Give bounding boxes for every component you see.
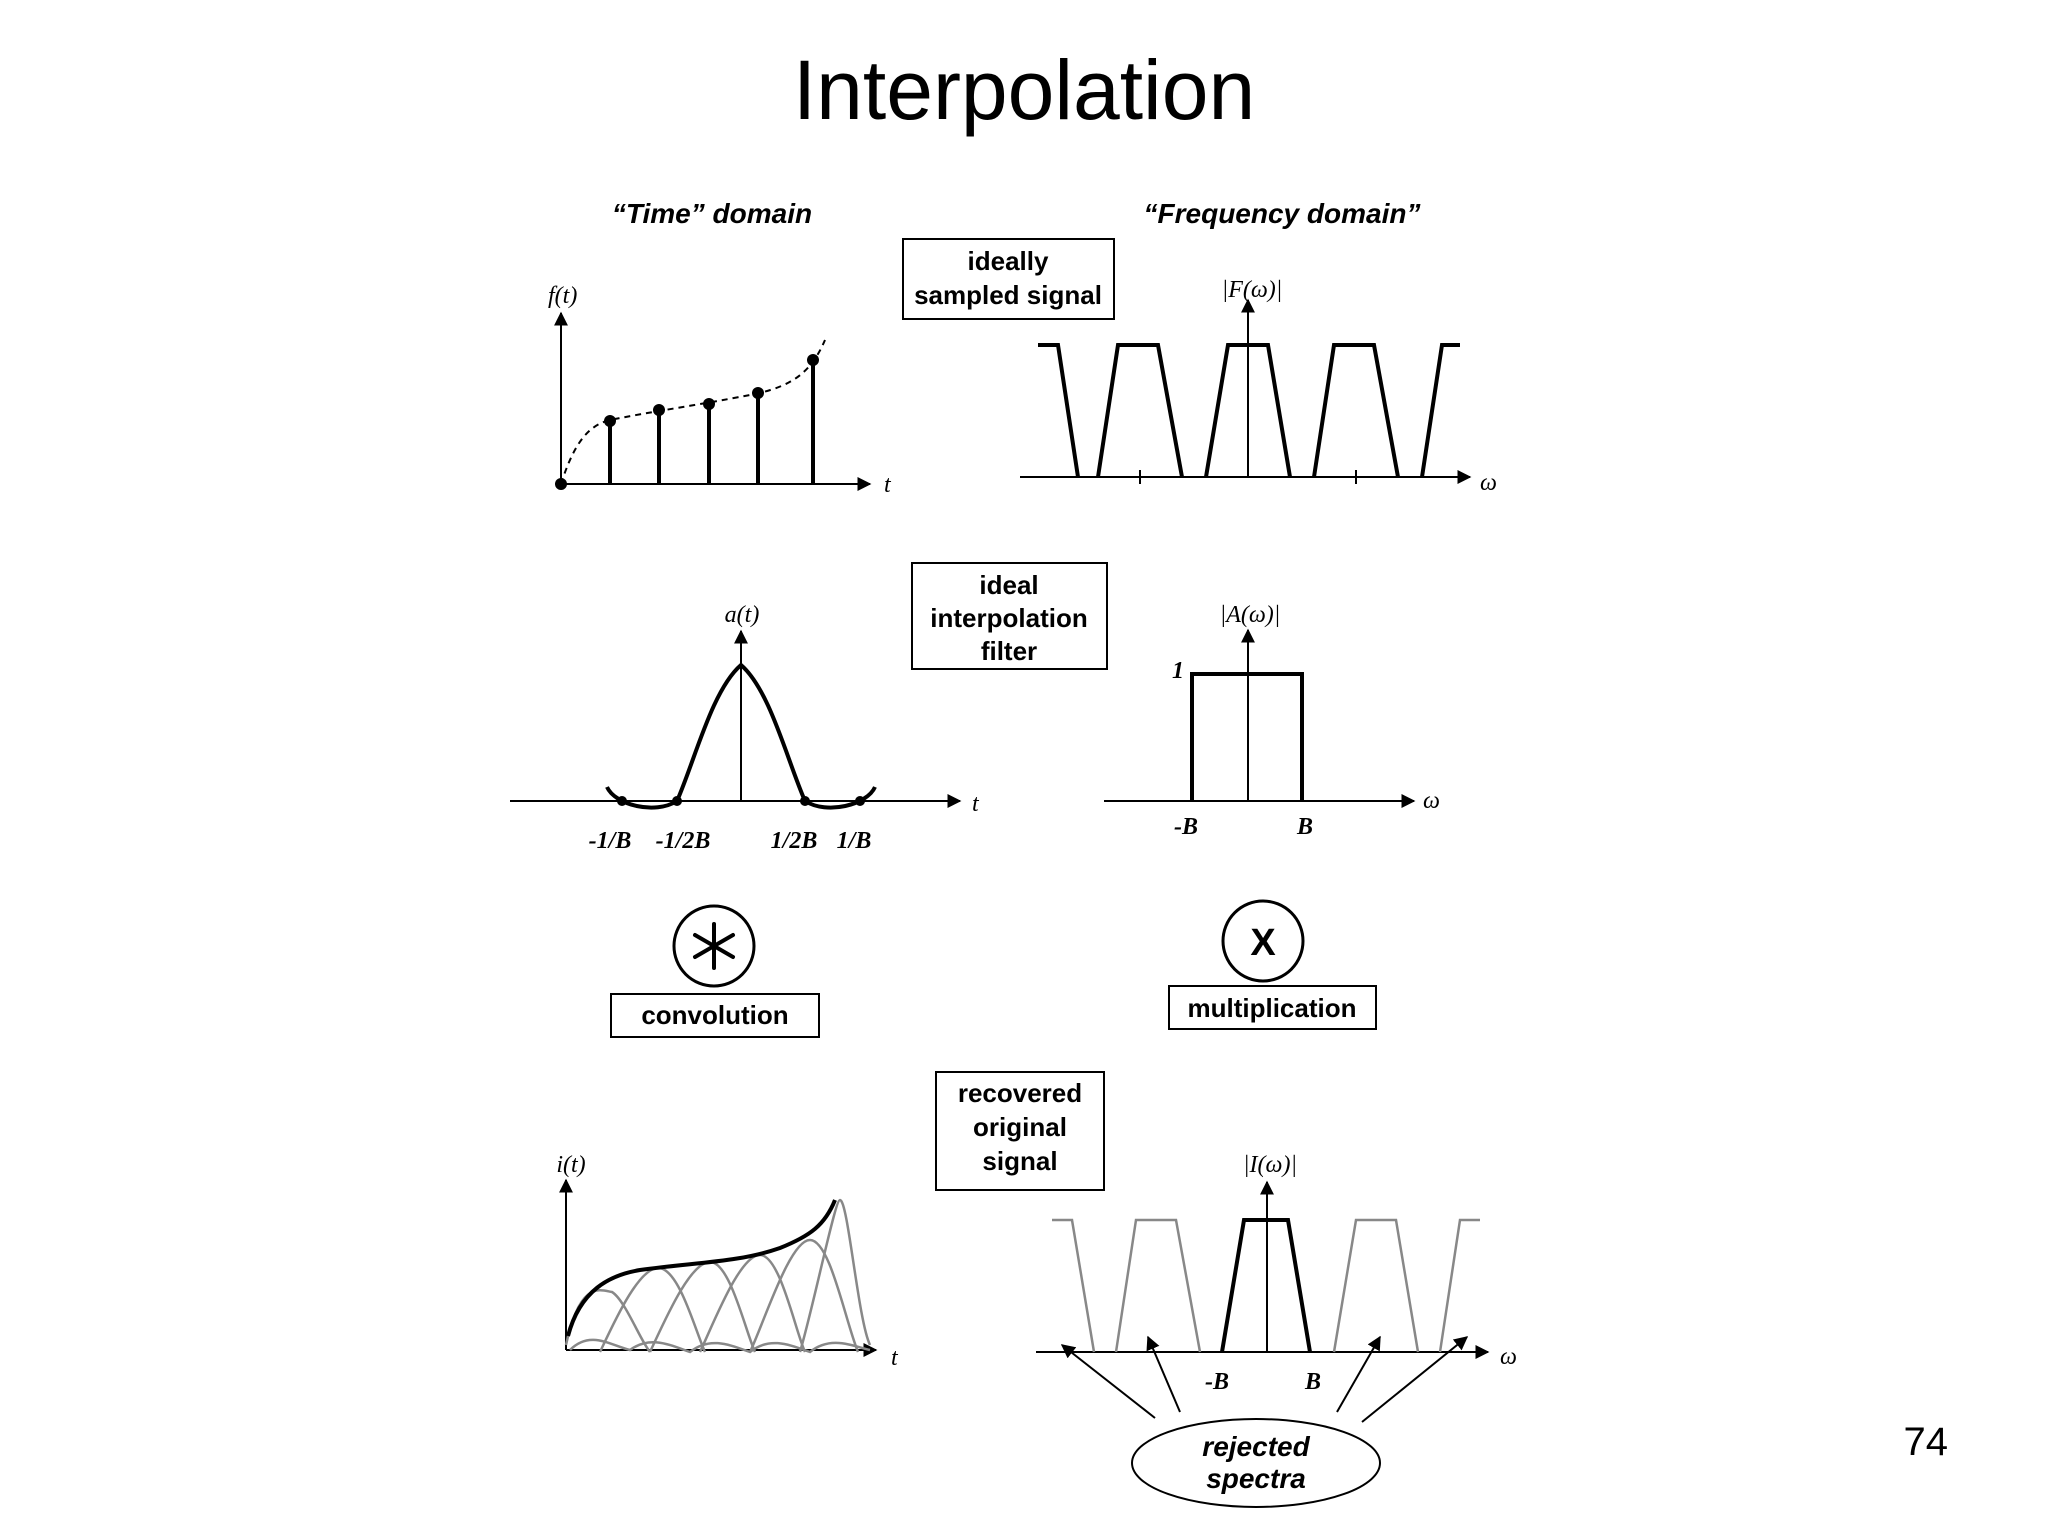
rejected-arrow-3 xyxy=(1336,1335,1381,1413)
recovered-spectrum-plot: |I(ω)| ω -B B xyxy=(1036,1152,1517,1395)
filter-box-line-1: ideal xyxy=(979,570,1038,600)
F-w-spectrum-copies xyxy=(1038,343,1460,478)
sample-points xyxy=(555,354,819,490)
sampled-box-line-1: ideally xyxy=(968,246,1049,276)
tick-minus-1-over-2B: -1/2B xyxy=(656,828,711,854)
convolution-operator: convolution xyxy=(610,904,820,1038)
tick-minus-1-over-B: -1/B xyxy=(589,828,632,854)
filter-box-line-2: interpolation xyxy=(930,603,1087,633)
F-w-axis-label: |F(ω)| xyxy=(1222,277,1283,303)
tick-plus-1-over-2B: 1/2B xyxy=(771,828,818,854)
sample-stems xyxy=(608,360,815,484)
t-axis-label-3: t xyxy=(891,1345,899,1371)
tick-plus-1-over-B: 1/B xyxy=(837,828,872,854)
a-t-sinc-curve xyxy=(605,662,877,810)
t-axis-label-2: t xyxy=(972,791,980,817)
frequency-domain-header: “Frequency domain” xyxy=(1144,198,1421,229)
recovered-signal-box: recovered original signal xyxy=(935,1071,1105,1191)
omega-axis-label-3: ω xyxy=(1500,1344,1517,1370)
omega-axis-label-1: ω xyxy=(1480,470,1497,496)
rejected-arrow-2 xyxy=(1146,1335,1181,1413)
interpolation-kernel-plot: a(t) t -1/B -1/2B 1/2B 1/B xyxy=(510,602,980,854)
multiplication-operator: X multiplication xyxy=(1168,899,1377,1030)
time-domain-header: “Time” domain xyxy=(612,198,812,229)
f-t-axis-label: f(t) xyxy=(548,283,577,309)
multiplication-symbol: X xyxy=(1250,922,1276,964)
I-w-rejected-copies xyxy=(1052,1218,1480,1353)
recovered-box-line-2: original xyxy=(973,1112,1067,1142)
tick-minus-B-recovered: -B xyxy=(1205,1369,1229,1395)
tick-minus-B: -B xyxy=(1174,814,1198,840)
rejected-spectra-callout: rejected spectra xyxy=(1060,1335,1469,1508)
a-t-zero-points xyxy=(617,796,865,806)
rejected-line-2: spectra xyxy=(1206,1463,1306,1494)
filter-box-line-3: filter xyxy=(981,636,1037,666)
multiplication-label: multiplication xyxy=(1188,993,1357,1023)
i-t-recovered-curve xyxy=(566,1199,837,1337)
multiplication-circle xyxy=(1221,899,1305,983)
rejected-arrow-1 xyxy=(1060,1344,1156,1419)
i-t-shifted-kernels xyxy=(564,1198,872,1354)
t-axis-label-1: t xyxy=(884,472,892,498)
rejected-line-1: rejected xyxy=(1202,1431,1310,1462)
tick-plus-B-recovered: B xyxy=(1304,1369,1321,1395)
I-w-axis-label: |I(ω)| xyxy=(1243,1152,1297,1178)
page-number: 74 xyxy=(1903,1420,1949,1464)
A-w-box-filter xyxy=(1190,672,1304,801)
filter-gain-label: 1 xyxy=(1172,658,1184,684)
sampled-spectrum-plot: |F(ω)| ω xyxy=(1020,277,1497,496)
I-w-passed-spectrum xyxy=(1220,1218,1312,1353)
i-t-axis-label: i(t) xyxy=(556,1152,585,1178)
a-t-axis-label: a(t) xyxy=(725,602,760,628)
rejected-spectra-ellipse xyxy=(1131,1418,1381,1508)
sampled-signal-plot: f(t) t xyxy=(548,283,892,498)
tick-plus-B: B xyxy=(1296,814,1313,840)
recovered-box-line-1: recovered xyxy=(958,1078,1082,1108)
convolution-asterisk-icon xyxy=(693,922,735,970)
recovered-box-line-3: signal xyxy=(982,1146,1057,1176)
reconstructed-signal-plot: i(t) t xyxy=(556,1152,899,1371)
rejected-arrow-4 xyxy=(1361,1336,1469,1423)
filter-spectrum-plot: |A(ω)| 1 ω -B B xyxy=(1104,602,1440,840)
sampled-signal-box: ideally sampled signal xyxy=(902,238,1115,320)
sampled-box-line-2: sampled signal xyxy=(914,280,1102,310)
slide-title: Interpolation xyxy=(792,43,1256,137)
omega-axis-label-2: ω xyxy=(1423,788,1440,814)
convolution-label: convolution xyxy=(641,1000,788,1030)
interpolation-filter-box: ideal interpolation filter xyxy=(911,562,1108,670)
f-t-envelope-curve xyxy=(560,339,826,485)
A-w-axis-label: |A(ω)| xyxy=(1220,602,1281,628)
